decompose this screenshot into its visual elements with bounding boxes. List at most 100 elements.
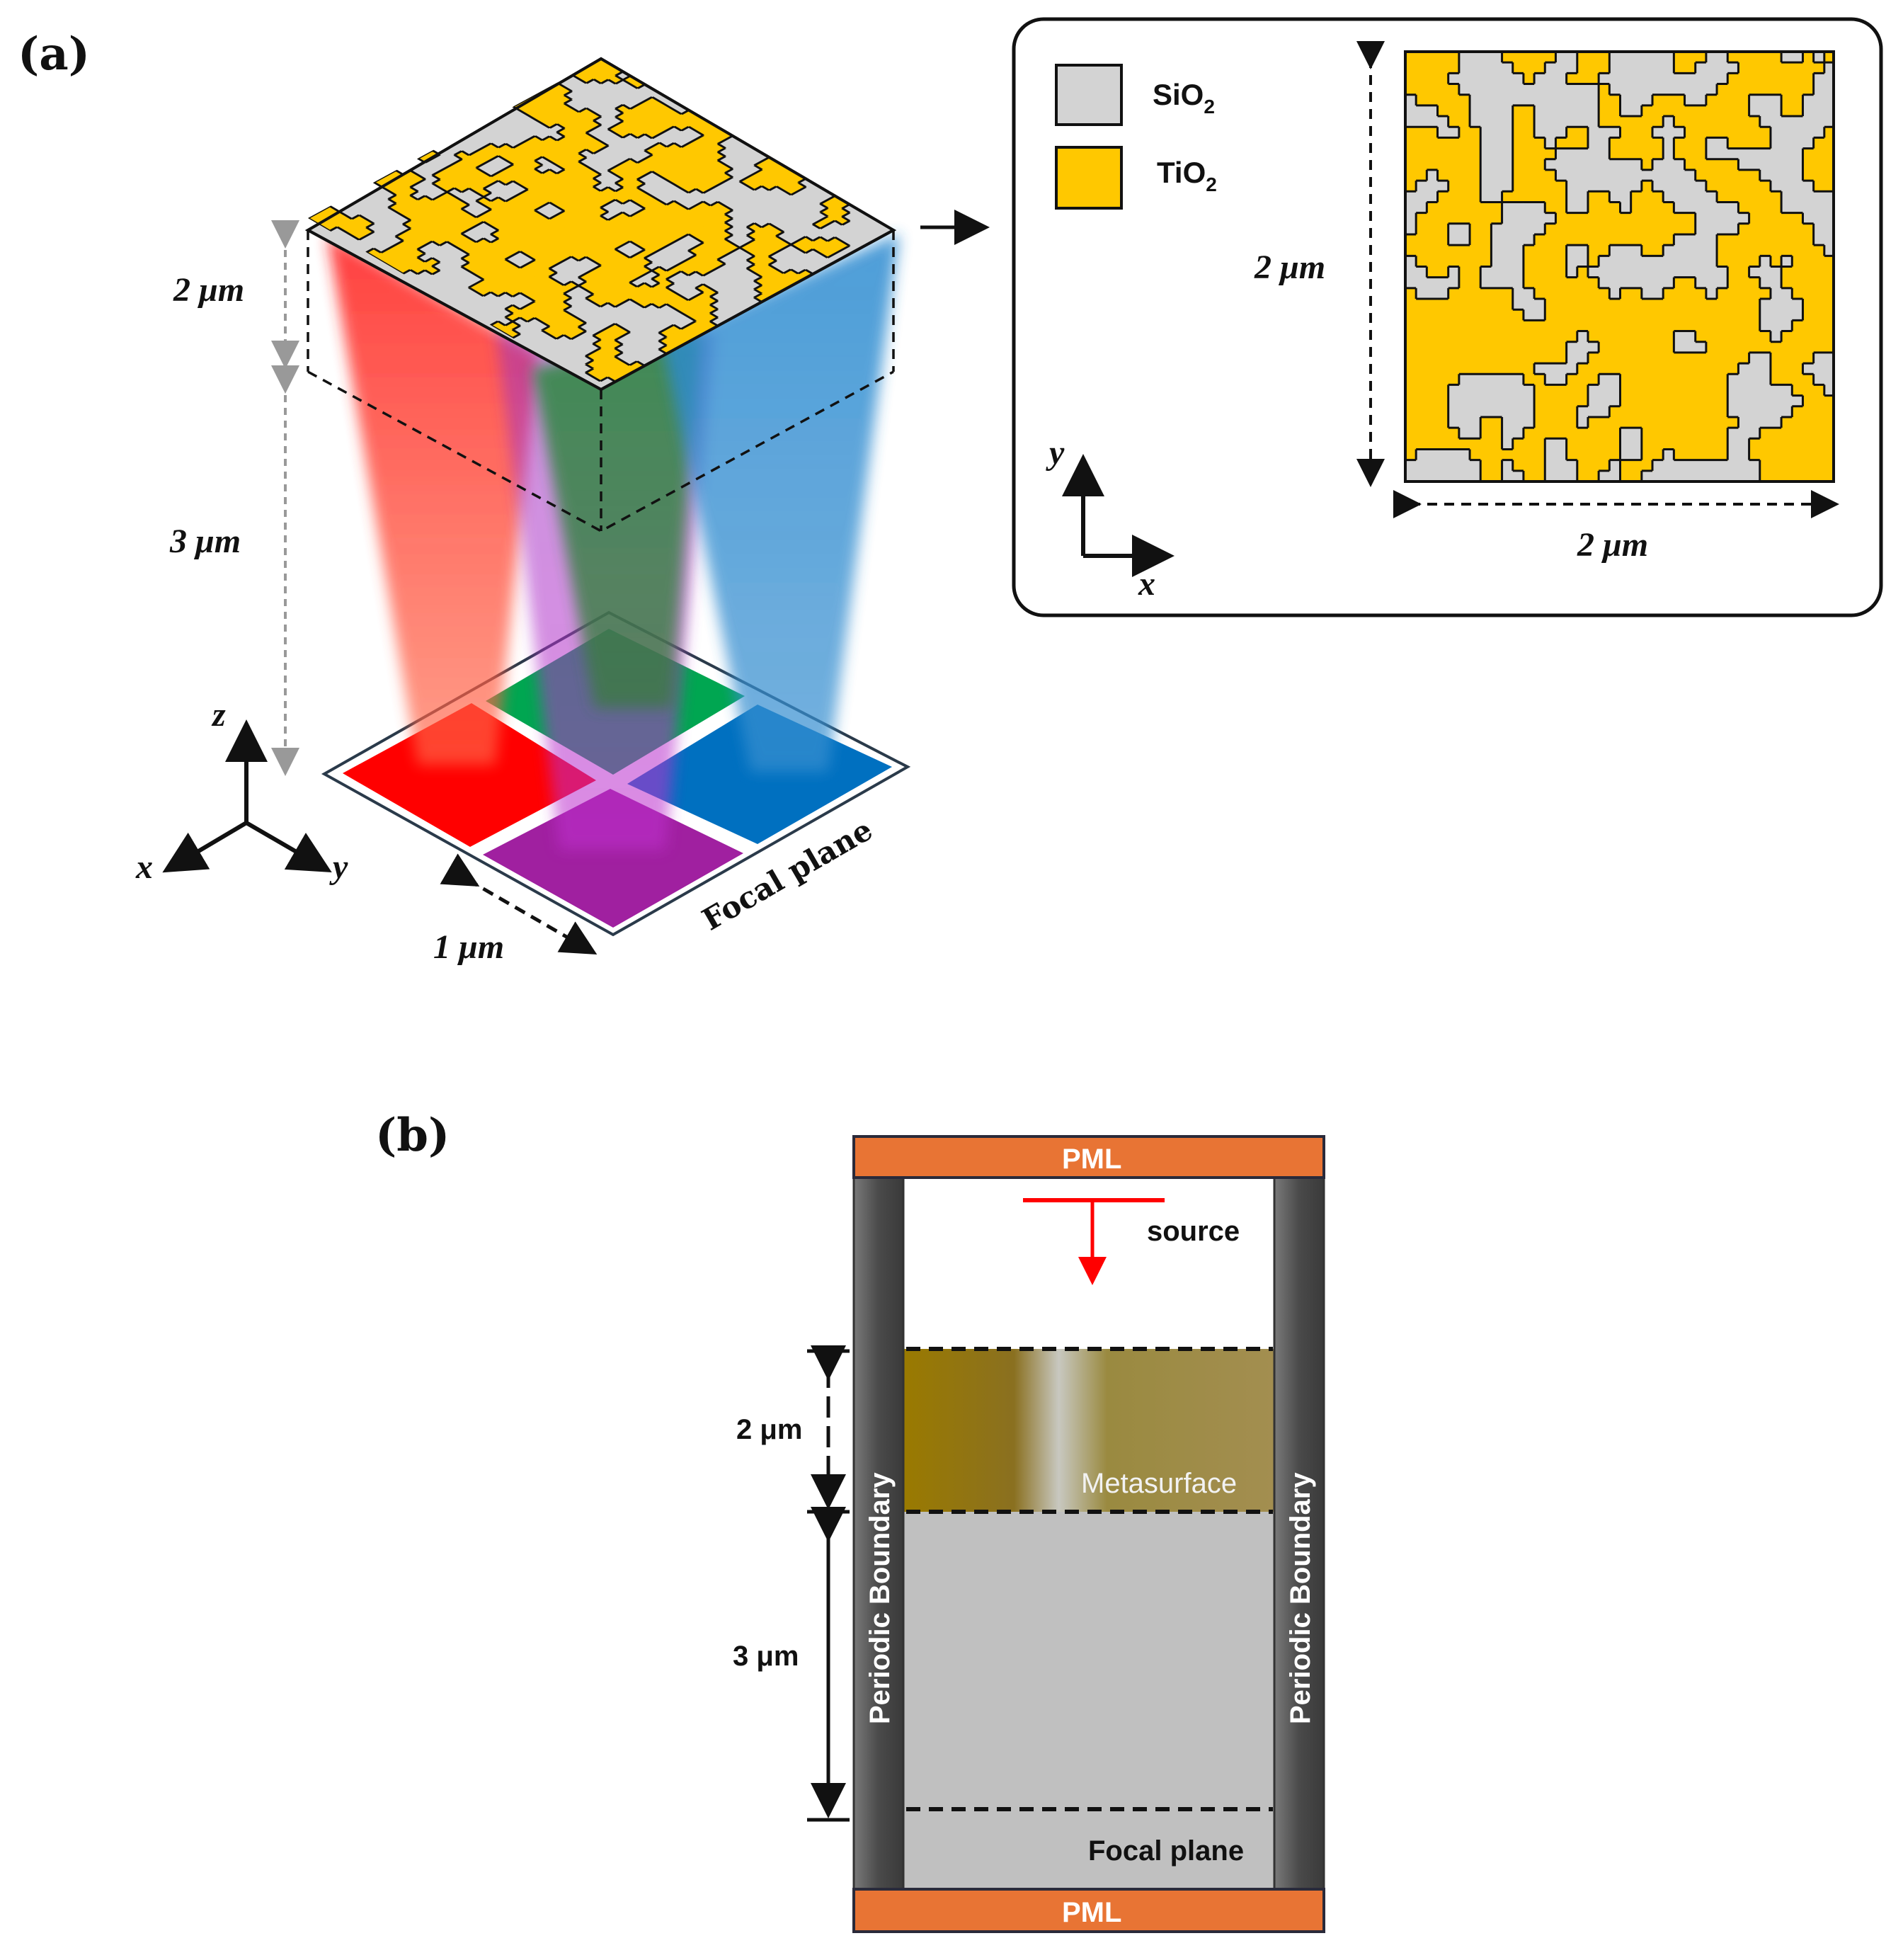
tio2-cell — [1512, 127, 1524, 138]
source-marker — [1023, 1198, 1165, 1285]
tio2-cell — [1802, 299, 1815, 310]
tio2-cell — [1759, 62, 1771, 74]
tio2-cell — [1437, 352, 1449, 364]
tio2-cell — [1813, 159, 1825, 171]
tio2-cell — [1620, 395, 1632, 407]
tio2-cell — [1458, 148, 1470, 160]
tio2-cell — [1416, 341, 1427, 353]
tio2-cell — [1566, 309, 1578, 321]
tio2-cell — [1641, 428, 1653, 439]
tio2-cell — [1663, 202, 1674, 214]
tio2-cell — [1802, 449, 1815, 461]
tio2-cell — [1695, 428, 1707, 439]
tio2-cell — [1759, 438, 1771, 450]
tio2-cell — [1448, 331, 1460, 343]
tio2-cell — [1802, 73, 1815, 85]
tio2-cell — [1792, 449, 1804, 461]
tio2-cell — [1577, 73, 1589, 85]
tio2-cell — [1416, 256, 1427, 268]
tio2-cell — [1437, 384, 1449, 397]
tio2-cell — [1781, 223, 1793, 235]
tio2-cell — [1437, 245, 1449, 256]
tio2-cell — [1609, 202, 1621, 214]
tio2-cell — [1641, 191, 1653, 203]
tio2-outline — [1405, 52, 1834, 482]
tio2-cell — [1458, 202, 1470, 214]
tio2-cell — [1587, 363, 1599, 375]
tio2-cell — [1652, 202, 1664, 214]
tio2-cell — [1458, 287, 1470, 300]
tio2-cell — [1599, 287, 1610, 300]
tio2-cell — [1587, 287, 1599, 300]
tio2-cell — [1824, 181, 1834, 192]
tio2-cell — [1555, 331, 1567, 343]
tio2-cell — [1824, 169, 1834, 181]
tio2-cell — [1705, 331, 1718, 343]
tio2-cell — [1717, 191, 1728, 203]
tio2-cell — [1609, 428, 1621, 439]
tio2-cell — [1620, 137, 1632, 149]
source-label: source — [1147, 1216, 1240, 1247]
tio2-cell — [1566, 127, 1578, 138]
tio2-cell — [1555, 266, 1567, 278]
tio2-cell — [1770, 374, 1782, 386]
tio2-cell — [1405, 287, 1417, 300]
tio2-cell — [1781, 105, 1793, 117]
tio2-cell — [1599, 363, 1610, 375]
tio2-cell — [1470, 363, 1481, 375]
tio2-cell — [1427, 416, 1439, 428]
tio2-cell — [1684, 320, 1696, 332]
tio2-cell — [1738, 266, 1750, 278]
tio2-cell — [1792, 438, 1804, 450]
tio2-cell — [1416, 62, 1427, 74]
tio2-cell — [1566, 223, 1578, 235]
tio2-cell — [1416, 127, 1427, 138]
tio2-cell — [1727, 245, 1739, 256]
tio2-cell — [1620, 223, 1632, 235]
tio2-cell — [1813, 438, 1825, 450]
tio2-cell — [1792, 277, 1804, 289]
tio2-cell — [1781, 62, 1793, 74]
tio2-cell — [1437, 395, 1449, 407]
tio2-cell — [1705, 127, 1718, 138]
tio2-cell — [1824, 309, 1834, 321]
tio2-cell — [1813, 384, 1825, 397]
tio2-cell — [1717, 181, 1728, 192]
tio2-cell — [1545, 320, 1557, 332]
tio2-cell — [1802, 169, 1815, 181]
tio2-cell — [1695, 287, 1707, 300]
tio2-cell — [1674, 116, 1686, 127]
tio2-cell — [1587, 438, 1599, 450]
tio2-cell — [1534, 277, 1545, 289]
tio2-cell — [1663, 352, 1674, 364]
tio2-cell — [1620, 460, 1632, 472]
tio2-cell — [1609, 416, 1621, 428]
tio2-cell — [1705, 416, 1718, 428]
tio2-cell — [1630, 137, 1642, 149]
tio2-cell — [1717, 169, 1728, 181]
tio2-cell — [1641, 148, 1653, 160]
tio2-cell — [1534, 331, 1545, 343]
tio2-cell — [1609, 406, 1621, 418]
tio2-cell — [1577, 52, 1589, 63]
tio2-cell — [1759, 287, 1771, 300]
tio2-cell — [1512, 309, 1524, 321]
tio2-cell — [1652, 449, 1664, 461]
tio2-cell — [1684, 137, 1696, 149]
tio2-cell — [1480, 331, 1492, 343]
tio2-cell — [1652, 223, 1664, 235]
tio2-cell — [1470, 449, 1481, 461]
tio2-cell — [1545, 331, 1557, 343]
tio2-cell — [1427, 309, 1439, 321]
tio2-cell — [1727, 277, 1739, 289]
tio2-cell — [1523, 331, 1535, 343]
tio2-cell — [1738, 352, 1750, 364]
tio2-cell — [1824, 287, 1834, 300]
tio2-cell — [1792, 84, 1804, 96]
tio2-cell — [1480, 245, 1492, 256]
tio2-cell — [1416, 212, 1427, 224]
tio2-cell — [1663, 428, 1674, 439]
tio2-cell — [1480, 287, 1492, 300]
tio2-cell — [1416, 395, 1427, 407]
tio2-cell — [1684, 309, 1696, 321]
